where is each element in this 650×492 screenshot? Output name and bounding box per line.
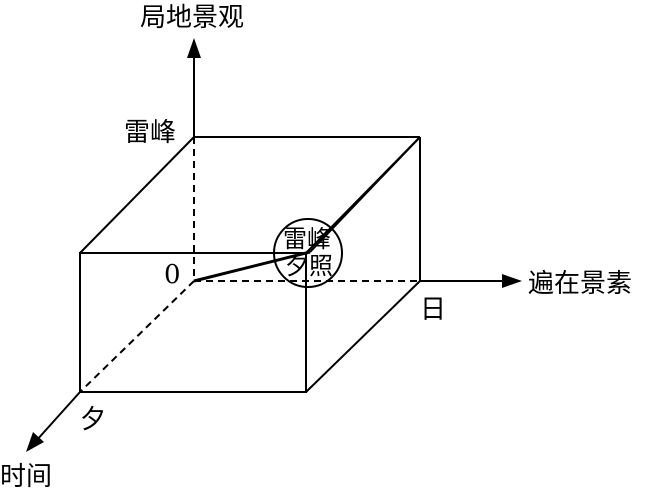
point-to-corner-line (309, 136, 421, 253)
point-top-text: 雷峰 (283, 225, 331, 253)
cube-top-left-edge (79, 136, 195, 254)
hidden-depth-edge (79, 280, 195, 393)
depth-axis-arrowhead (26, 432, 44, 452)
horizontal-axis-arrowhead (502, 274, 522, 288)
vertical-axis-arrowhead (187, 38, 201, 58)
depth-mark-label: 夕 (80, 405, 106, 435)
point-circle (273, 218, 343, 288)
horizontal-mark-label: 日 (420, 295, 446, 325)
cube-right-bottom-edge (305, 280, 421, 393)
cube-front-face (79, 252, 307, 393)
depth-axis-label: 时间 (0, 462, 52, 492)
vertical-mark-label: 雷峰 (124, 118, 176, 148)
depth-axis (35, 391, 81, 442)
origin-to-point-line (193, 250, 311, 283)
vertical-axis-label: 局地景观 (140, 3, 244, 33)
horizontal-axis-label: 遍在景素 (528, 269, 632, 299)
origin-label: 0 (164, 260, 181, 290)
point-bottom-text: 夕照 (285, 252, 333, 280)
